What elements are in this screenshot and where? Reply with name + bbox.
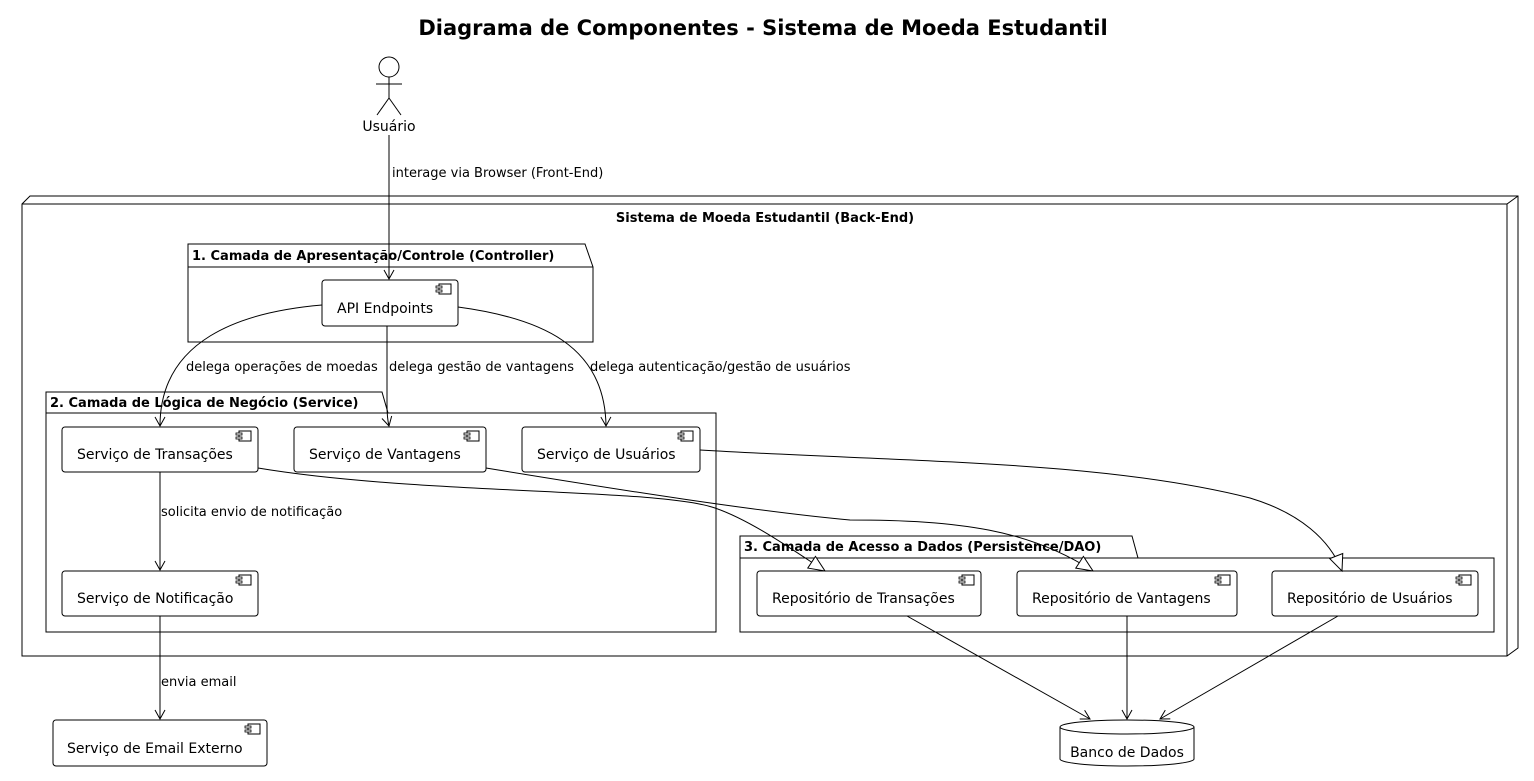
edge-transacoes-notificacao-label: solicita envio de notificação — [161, 505, 342, 520]
component-servico-notificacao-label: Serviço de Notificação — [77, 591, 233, 607]
package-service-label: 2. Camada de Lógica de Negócio (Service) — [50, 396, 359, 411]
edge-notificacao-email: envia email — [154, 616, 237, 721]
edge-servico-vantagens-repositorio — [485, 467, 1095, 572]
component-servico-usuarios-label: Serviço de Usuários — [537, 447, 676, 463]
component-servico-transacoes-label: Serviço de Transações — [77, 447, 233, 463]
edge-transacoes-notificacao: solicita envio de notificação — [154, 472, 342, 572]
edge-repo-transacoes-banco — [906, 615, 1091, 720]
edge-api-usuarios-label: delega autenticação/gestão de usuários — [590, 360, 851, 375]
component-servico-email-externo-label: Serviço de Email Externo — [67, 741, 243, 757]
edge-user-api-label: interage via Browser (Front-End) — [392, 166, 603, 181]
edge-api-usuarios: delega autenticação/gestão de usuários — [457, 306, 851, 428]
component-repositorio-usuarios-label: Repositório de Usuários — [1287, 591, 1453, 607]
edge-repo-usuarios-banco — [1159, 615, 1339, 720]
edge-api-transacoes: delega operações de moedas — [154, 304, 378, 428]
component-api-endpoints: API Endpoints — [321, 279, 459, 327]
component-repositorio-transacoes: Repositório de Transações — [756, 570, 982, 617]
database-label: Banco de Dados — [1070, 745, 1184, 761]
edge-servico-transacoes-repositorio — [257, 467, 827, 572]
edge-api-vantagens: delega gestão de vantagens — [381, 326, 574, 427]
component-servico-usuarios: Serviço de Usuários — [521, 426, 701, 473]
edge-api-transacoes-label: delega operações de moedas — [186, 360, 378, 375]
stick-figure-icon — [376, 56, 402, 116]
database-icon — [1059, 719, 1195, 767]
diagram-title: Diagrama de Componentes - Sistema de Moe… — [418, 16, 1107, 40]
package-persistence-label: 3. Camada de Acesso a Dados (Persistence… — [744, 540, 1101, 555]
component-repositorio-usuarios: Repositório de Usuários — [1271, 570, 1479, 617]
component-repositorio-vantagens-label: Repositório de Vantagens — [1032, 591, 1211, 607]
package-controller-label: 1. Camada de Apresentação/Controle (Cont… — [192, 249, 554, 264]
edge-notificacao-email-label: envia email — [161, 675, 237, 690]
edge-user-api: interage via Browser (Front-End) — [383, 135, 603, 281]
edge-api-vantagens-label: delega gestão de vantagens — [389, 360, 574, 375]
actor-user: Usuário — [362, 56, 416, 135]
component-servico-email-externo: Serviço de Email Externo — [52, 719, 268, 767]
component-repositorio-vantagens: Repositório de Vantagens — [1016, 570, 1238, 617]
component-api-endpoints-label: API Endpoints — [337, 301, 433, 317]
database-banco-de-dados: Banco de Dados — [1059, 719, 1195, 767]
node-label: Sistema de Moeda Estudantil (Back-End) — [616, 211, 914, 226]
component-servico-vantagens-label: Serviço de Vantagens — [309, 447, 461, 463]
component-servico-notificacao: Serviço de Notificação — [61, 570, 259, 617]
component-servico-vantagens: Serviço de Vantagens — [293, 426, 487, 473]
component-repositorio-transacoes-label: Repositório de Transações — [772, 591, 955, 607]
actor-label: Usuário — [362, 119, 415, 135]
edge-servico-usuarios-repositorio — [699, 449, 1344, 573]
component-servico-transacoes: Serviço de Transações — [61, 426, 259, 473]
